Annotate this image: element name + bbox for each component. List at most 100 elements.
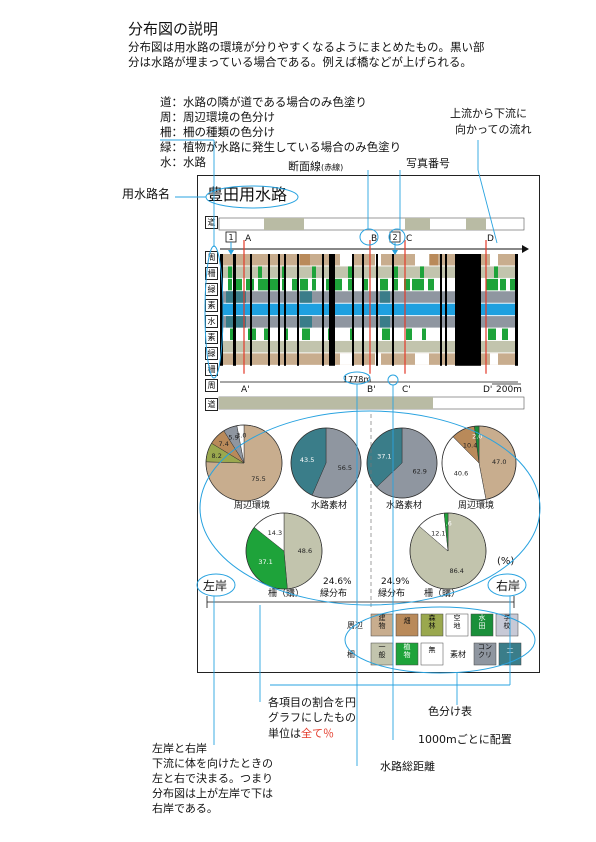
pie-outline <box>409 512 487 590</box>
band-patch <box>415 353 429 365</box>
green-patch <box>302 328 310 341</box>
green-patch <box>422 328 426 341</box>
green-patch <box>258 278 262 291</box>
legend-item-fence: 柵：柵の種類の色分け <box>160 125 275 139</box>
green-left-value: 24.6% <box>323 577 352 587</box>
section-marker-callout <box>359 228 379 246</box>
color-swatch-label: 物 <box>404 650 411 659</box>
covered-section <box>362 254 364 366</box>
color-table-note: 色分け表 <box>428 705 472 718</box>
canal-name-callout <box>205 185 299 209</box>
covered-section <box>233 254 236 366</box>
cross-section-label: 断面線 <box>288 160 321 173</box>
earth-patch <box>380 316 390 328</box>
earth-patch <box>300 316 312 328</box>
pie-unit-value: 全て％ <box>301 727 334 740</box>
bank-right-label: 右岸 <box>496 579 521 593</box>
pie-name-left-fence: 柵（購） <box>268 589 305 599</box>
green-patch <box>500 278 506 291</box>
covered-section <box>376 254 378 366</box>
pie-unit-note: 単位は全て％ <box>268 728 334 739</box>
band <box>220 266 518 278</box>
band-patch <box>430 254 438 266</box>
pie-area-callout <box>199 410 541 606</box>
color-swatch-label: 森 <box>429 613 436 622</box>
color-swatch-label: 地 <box>454 621 461 630</box>
pie-name-right-fence: 柵（購） <box>424 589 461 599</box>
pie-unit-prefix: 単位は <box>268 727 301 740</box>
pie-chart: 56.543.5 <box>290 427 362 499</box>
pie-value-label: 3.0 <box>236 432 246 440</box>
green-patch <box>382 328 390 341</box>
color-swatch <box>470 613 494 637</box>
color-swatch-label: 林 <box>429 621 436 630</box>
band <box>220 303 518 316</box>
per-1000m-note: 1000mごとに配置 <box>418 733 512 746</box>
band-patch <box>300 254 310 266</box>
section-label-bottom: D' <box>483 385 492 395</box>
green-right-value: 24.9% <box>381 577 410 587</box>
band-patch <box>340 254 352 266</box>
band-patch <box>490 254 498 266</box>
pie-outline <box>290 427 362 499</box>
banks-note: 左岸と右岸 下流に体を向けたときの 左と右で決まる。つまり 分布図は上が左岸で下… <box>152 741 273 816</box>
photo-marker-number: 1 <box>228 233 233 242</box>
band-patch <box>415 254 429 266</box>
bank-right-callout <box>487 573 527 597</box>
green-patch <box>380 278 388 291</box>
page-title: 分布図の説明 <box>128 20 219 38</box>
flow-arrow-head <box>522 245 529 253</box>
pie-chart: 75.58.27.45.93.0 <box>205 424 283 502</box>
green-patch <box>362 278 368 291</box>
color-swatch-label: 物 <box>379 621 386 630</box>
pie-value-label: 5.9 <box>228 433 238 441</box>
color-swatch-label: 水 <box>479 613 486 622</box>
photo-marker-arrow <box>392 250 398 255</box>
green-patch <box>502 328 508 341</box>
pie-value-label: 7.4 <box>219 440 229 448</box>
pie-chart: 86.412.11.6 <box>409 512 487 590</box>
pie-value-label: 47.0 <box>492 458 506 466</box>
green-patch <box>494 278 498 291</box>
green-patch <box>236 278 242 291</box>
green-patch <box>412 278 420 291</box>
color-swatch <box>473 642 497 666</box>
flow-note-2: 向かっての流れ <box>455 123 532 136</box>
bank-left-label: 左岸 <box>203 579 228 593</box>
section-label-top: C <box>406 234 412 244</box>
green-patch <box>420 278 424 291</box>
row-label: 緑 <box>205 347 218 360</box>
green-patch <box>230 328 234 341</box>
pie-outline <box>205 424 283 502</box>
road-segment <box>264 218 304 230</box>
pie-value-label: 12.1 <box>431 529 445 537</box>
pie-value-label: 62.9 <box>412 468 426 476</box>
pie-value-label: 10.4 <box>463 442 477 450</box>
pie-value-label: 86.4 <box>449 567 463 575</box>
scale-label: 200m <box>496 385 522 395</box>
section-label-top: B <box>371 234 377 244</box>
color-swatch-label: 校 <box>504 621 511 630</box>
color-table-callout <box>344 606 536 674</box>
road-segment <box>405 218 430 230</box>
pie-name-left-material: 水路素材 <box>311 501 348 511</box>
green-right-label: 緑分布 <box>378 589 406 599</box>
covered-section <box>515 254 518 366</box>
color-table-row-label: 素材 <box>450 649 466 659</box>
pie-value-label: 8.2 <box>212 452 222 460</box>
green-patch <box>300 278 308 291</box>
pie-value-label: 37.1 <box>258 558 272 566</box>
section-label-top: A <box>245 234 252 244</box>
color-swatch <box>495 613 519 637</box>
bank-left-callout <box>196 573 236 597</box>
green-patch <box>228 278 232 291</box>
covered-section <box>440 254 442 366</box>
color-swatch-label: 学 <box>504 613 511 622</box>
color-swatch <box>395 642 419 666</box>
color-swatch-label: コン <box>478 643 492 651</box>
photo-marker-callout <box>388 228 406 246</box>
covered-section <box>220 254 223 366</box>
pie-value-label: 48.6 <box>298 547 312 555</box>
row-label: 道 <box>205 216 218 229</box>
banks-note-line: 右岸である。 <box>152 802 218 815</box>
